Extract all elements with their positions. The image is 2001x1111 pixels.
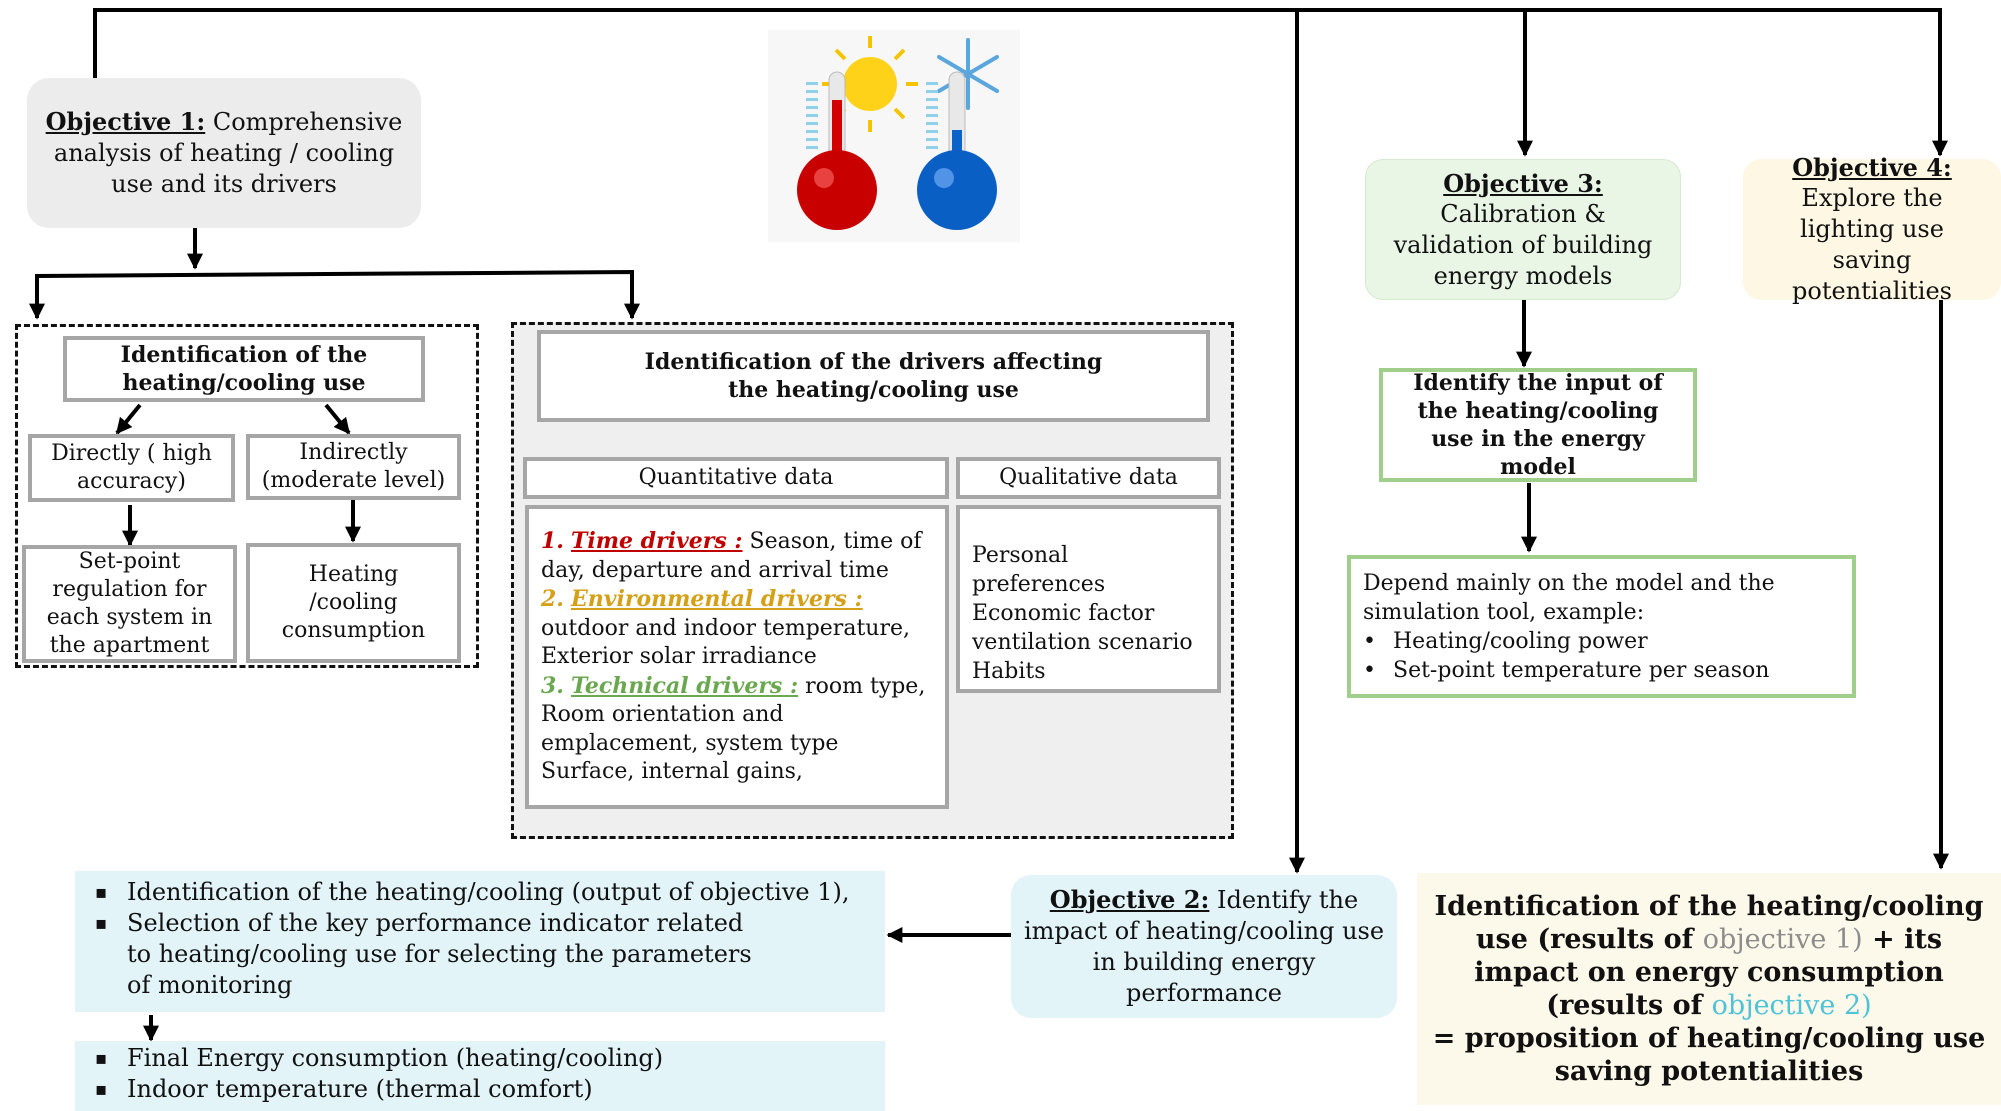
qualitative-item: Habits xyxy=(972,659,1046,684)
setpoint-regulation-box: Set-point regulation for each system in … xyxy=(22,545,237,663)
monitoring-item: Final Energy consumption (heating/coolin… xyxy=(95,1043,875,1074)
technical-drivers-number: 3. xyxy=(541,672,564,699)
objective-4-box: Objective 4: Explore the lighting use sa… xyxy=(1743,153,2001,305)
kpi-list: Identification of the heating/cooling (o… xyxy=(95,877,875,1001)
environmental-drivers-text: outdoor and indoor temperature, Exterior… xyxy=(541,615,910,670)
result-part-1: Identification of the heating/cooling us… xyxy=(1434,891,1984,955)
environmental-drivers: 2. Environmental drivers : outdoor and in… xyxy=(541,585,935,672)
energy-model-example-list: Heating/cooling power Set-point temperat… xyxy=(1363,627,1840,685)
drivers-title: Identification of the drivers affecting … xyxy=(537,330,1210,422)
thermometer-icon xyxy=(797,36,999,230)
objective-1-label: Objective 1: xyxy=(45,107,206,136)
kpi-item: Identification of the heating/cooling (o… xyxy=(95,877,875,908)
use-identification-title: Identification of the heating/cooling us… xyxy=(63,336,425,402)
use-identification-group xyxy=(15,324,479,668)
objective-1-text: Comprehensive analysis of heating / cool… xyxy=(53,108,403,198)
objective-2-label: Objective 2: xyxy=(1049,885,1210,914)
objective-1-reference: objective 1) xyxy=(1702,924,1863,955)
technical-drivers-text: room type, Room orientation and emplacem… xyxy=(541,673,926,785)
monitoring-list: Final Energy consumption (heating/coolin… xyxy=(95,1043,875,1105)
energy-model-example: Set-point temperature per season xyxy=(1363,656,1840,685)
qualitative-item: Personal preferences xyxy=(972,543,1106,597)
energy-model-example: Heating/cooling power xyxy=(1363,627,1840,656)
qualitative-item: Economic factor xyxy=(972,601,1155,626)
objective-4-label: Objective 4: xyxy=(1792,153,1952,182)
qualitative-item: ventilation scenario xyxy=(972,630,1193,655)
qualitative-drivers-box: Personal preferences Economic factor ven… xyxy=(956,505,1221,693)
quantitative-drivers-box: 1. Time drivers : Season, time of day, d… xyxy=(525,505,949,809)
objective-4-text: Explore the lighting use saving potentia… xyxy=(1792,184,1952,305)
objective-2-text: Identify the impact of heating/cooling u… xyxy=(1023,886,1385,1007)
heating-cooling-consumption-box: Heating /cooling consumption xyxy=(246,543,461,663)
directly-box: Directly ( high accuracy) xyxy=(28,434,235,502)
objective-1-box: Objective 1: Comprehensive analysis of h… xyxy=(27,78,421,228)
environmental-drivers-number: 2. xyxy=(541,586,564,612)
result-box: Identification of the heating/cooling us… xyxy=(1417,873,2001,1105)
thermometer-image xyxy=(768,30,1020,242)
kpi-box: Identification of the heating/cooling (o… xyxy=(75,871,885,1012)
result-part-3: = proposition of heating/cooling use sav… xyxy=(1432,1023,1986,1087)
indirectly-box: Indirectly (moderate level) xyxy=(246,434,461,500)
time-drivers: 1. Time drivers : Season, time of day, d… xyxy=(541,527,935,585)
technical-drivers-label: Technical drivers : xyxy=(570,672,799,699)
qualitative-data-label: Qualitative data xyxy=(956,457,1221,499)
energy-model-depend-text: Depend mainly on the model and the simul… xyxy=(1363,571,1775,625)
objective-3-label: Objective 3: xyxy=(1443,168,1603,198)
time-drivers-number: 1. xyxy=(541,528,564,554)
time-drivers-label: Time drivers : xyxy=(570,528,743,554)
objective-2-box: Objective 2: Identify the impact of heat… xyxy=(1011,875,1397,1018)
monitoring-box: Final Energy consumption (heating/coolin… xyxy=(75,1041,885,1111)
kpi-item: Selection of the key performance indicat… xyxy=(95,908,875,1001)
energy-model-input-box: Identify the input of the heating/coolin… xyxy=(1379,368,1697,482)
monitoring-item: Indoor temperature (thermal comfort) xyxy=(95,1074,875,1105)
quantitative-data-label: Quantitative data xyxy=(523,457,949,499)
technical-drivers: 3. Technical drivers : room type, Room o… xyxy=(541,672,935,787)
energy-model-examples-box: Depend mainly on the model and the simul… xyxy=(1347,555,1856,698)
result-part-2: + its impact on energy consumption (resu… xyxy=(1474,924,1944,1021)
objective-3-text: Calibration & validation of building ene… xyxy=(1393,199,1653,290)
environmental-drivers-label: Environmental drivers : xyxy=(570,586,863,612)
objective-2-reference: objective 2) xyxy=(1711,990,1872,1021)
time-drivers-text: Season, time of day, departure and arriv… xyxy=(541,529,922,583)
objective-3-box: Objective 3: Calibration & validation of… xyxy=(1365,159,1681,300)
